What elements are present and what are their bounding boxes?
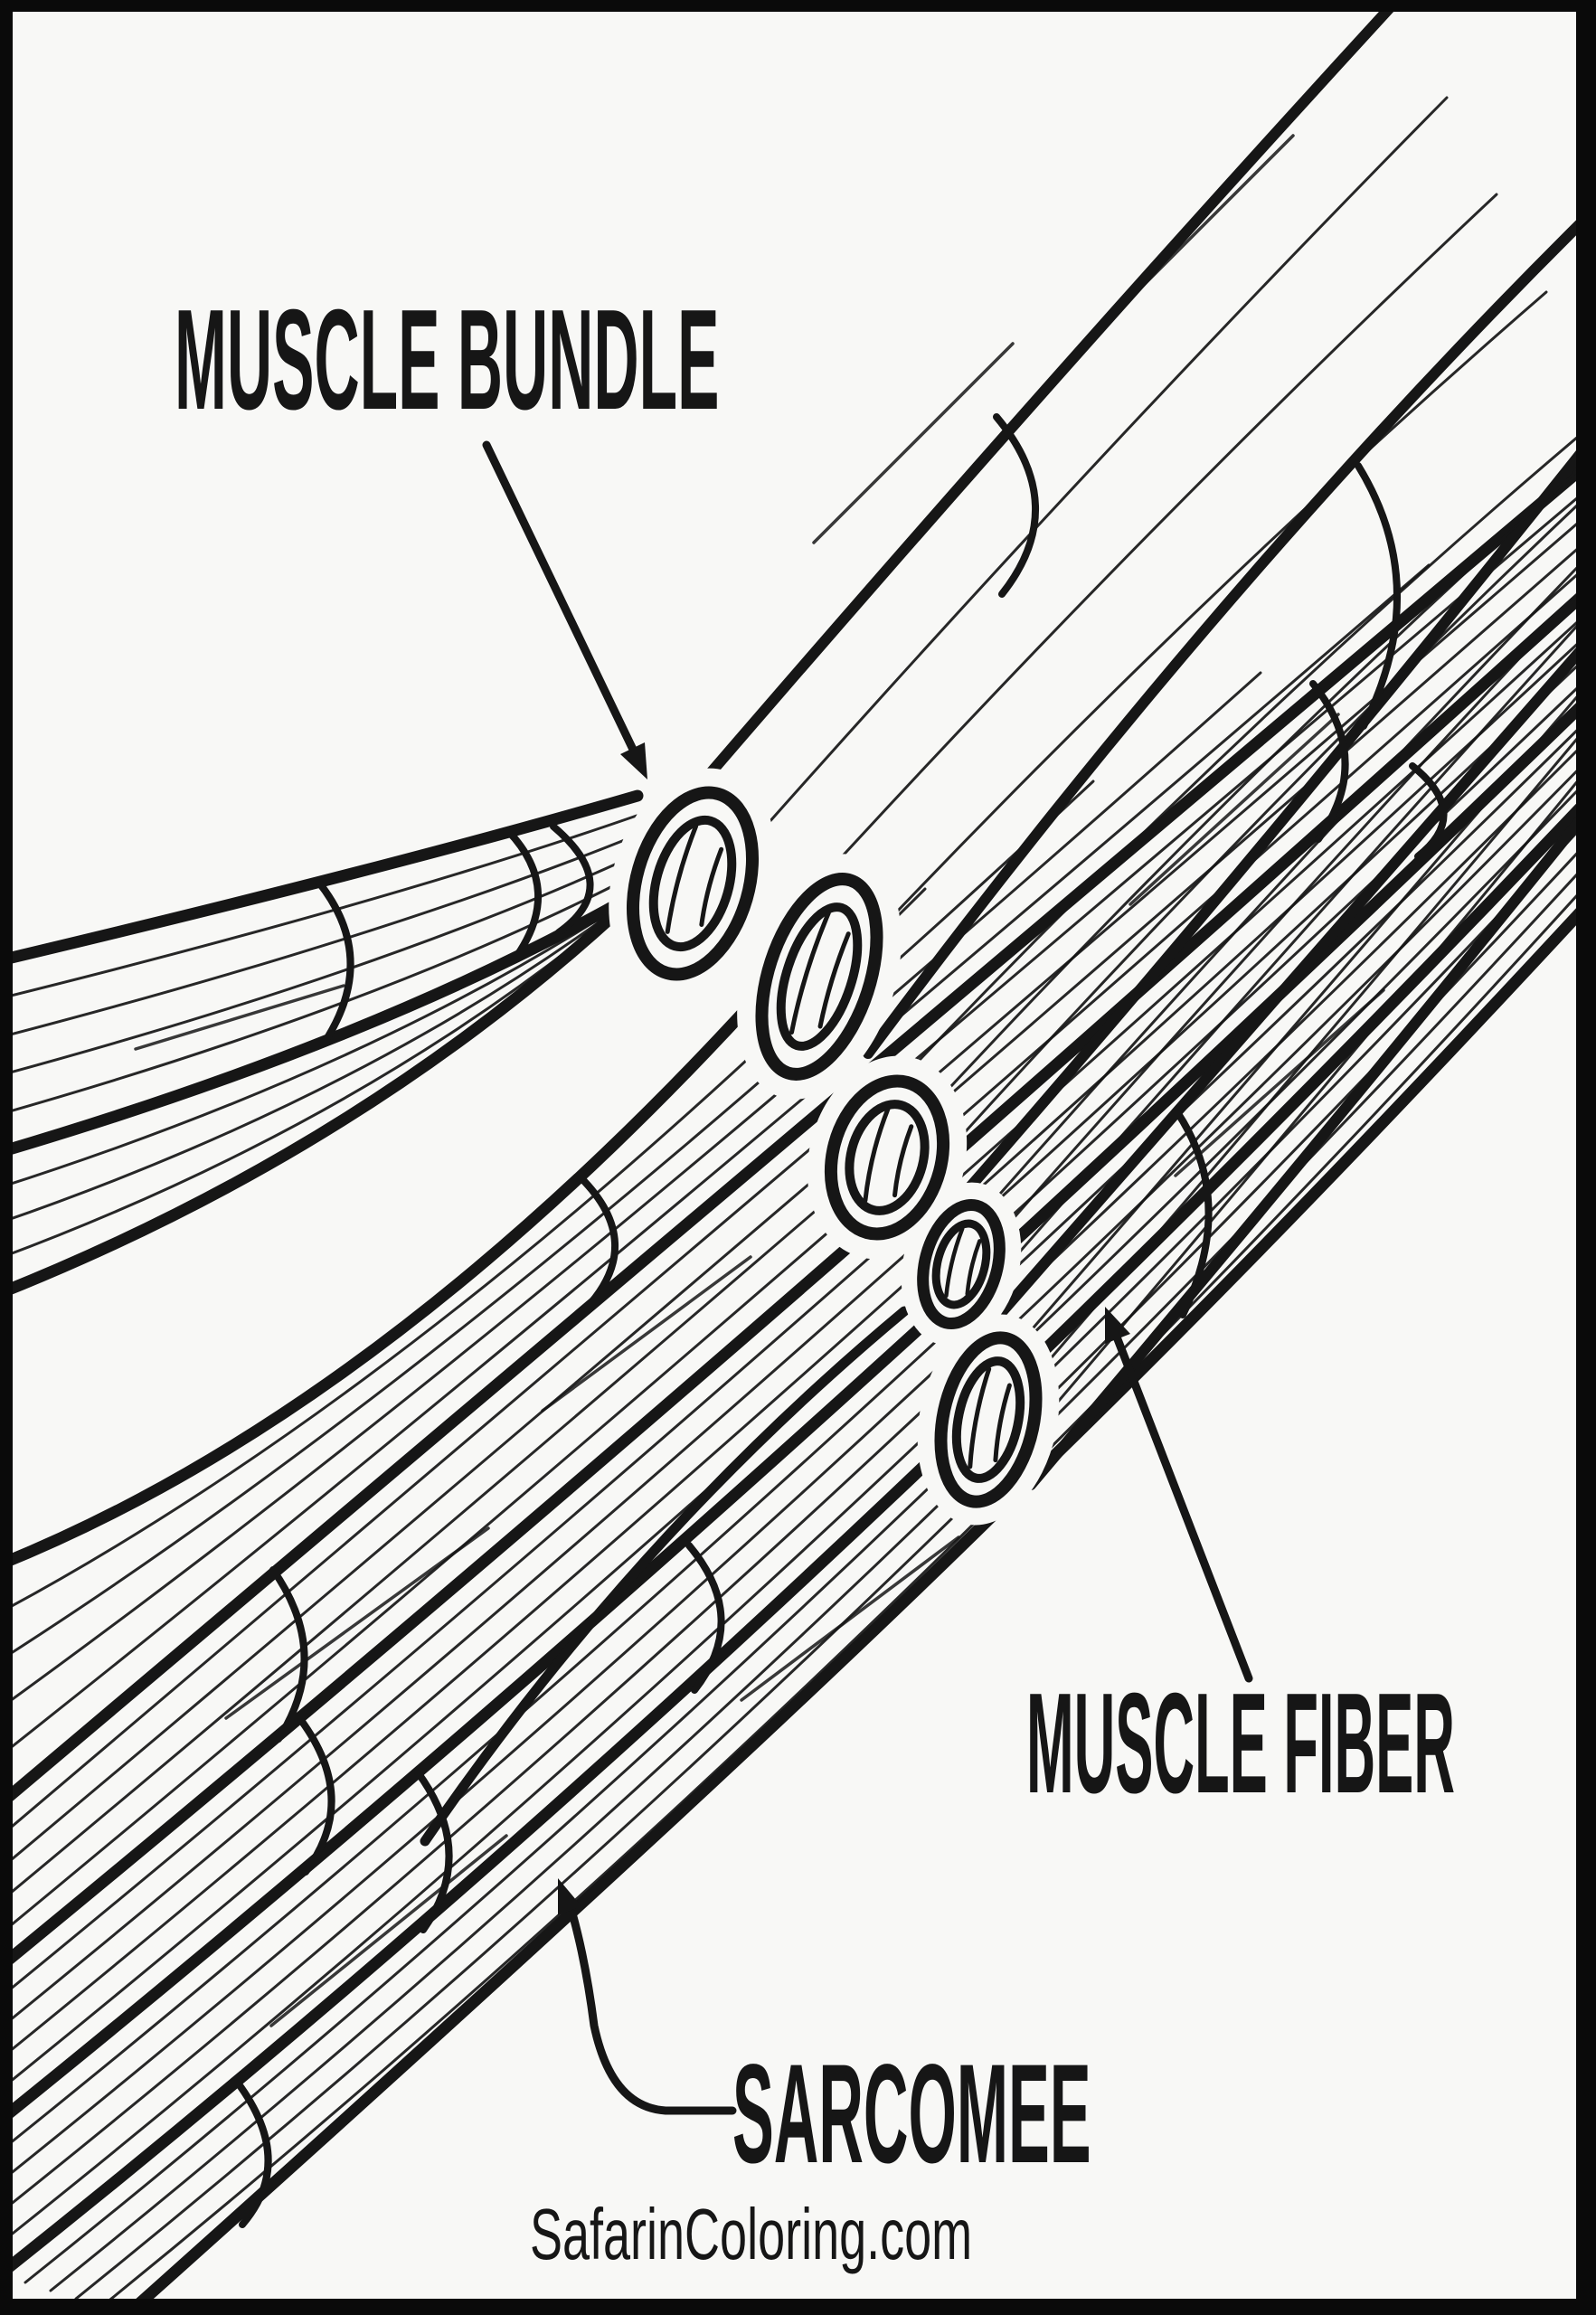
cut-end-halos <box>609 768 1060 1526</box>
arrowhead-icon <box>620 742 647 780</box>
upper-fascicle-boundaries <box>0 789 644 1158</box>
sarcomere-label: SARCOMEE <box>732 2035 1091 2193</box>
cut-fascicle-striations <box>717 96 1596 1446</box>
fascicle-cross-sections <box>626 786 1043 1508</box>
muscle-bundle-arrow <box>482 440 647 780</box>
footer-website: SafarinColoring.com <box>530 2194 972 2274</box>
cross-section-5 <box>934 1331 1043 1508</box>
cross-section-2 <box>755 873 883 1081</box>
cross-section-1 <box>626 786 760 981</box>
muscle-fiber-arrow <box>1105 1307 1253 1683</box>
cross-section-3 <box>824 1074 950 1241</box>
sketch-accent-strokes <box>134 134 1385 2027</box>
cut-fascicle-boundaries <box>664 0 1596 1490</box>
lower-fascicle-striations <box>0 480 1596 2309</box>
annotations: MUSCLE BUNDLE MUSCLE FIBER SARCOMEE Safa… <box>175 280 1455 2275</box>
fascicle-gap <box>0 898 910 1847</box>
muscle-fiber-label: MUSCLE FIBER <box>1026 1664 1455 1823</box>
muscle-bundle-label: MUSCLE BUNDLE <box>175 280 719 439</box>
cross-section-4 <box>917 1198 1006 1330</box>
arrowhead-icon <box>558 1878 581 1915</box>
arrowhead-icon <box>1105 1307 1130 1344</box>
sarcomere-leader <box>558 1878 737 2115</box>
fascicle-segment-arcs <box>233 413 1448 2228</box>
